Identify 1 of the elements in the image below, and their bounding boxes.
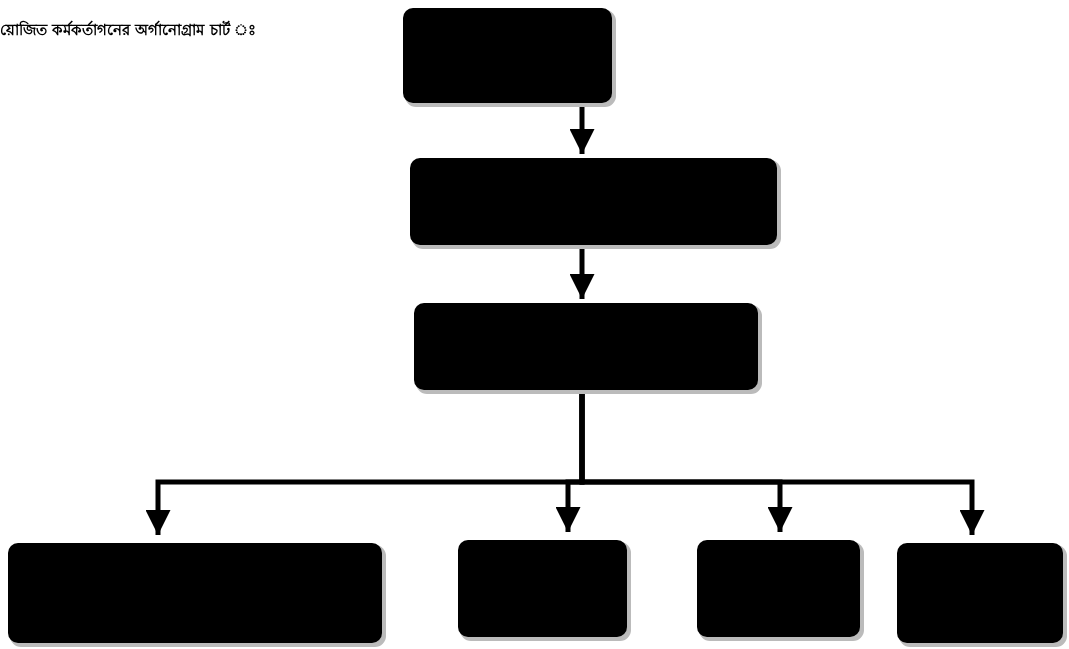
title: য়োজিত কর্মকর্তাগনের অর্গানোগ্রাম চার্ট ঃ [0, 19, 256, 41]
